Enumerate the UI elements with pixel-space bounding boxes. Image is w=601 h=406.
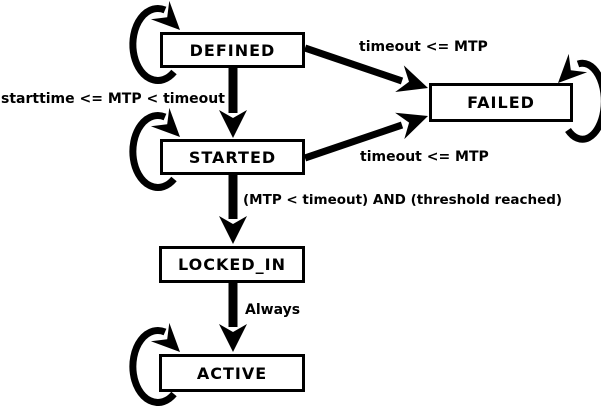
started-self-loop-arc (129, 112, 177, 191)
defined-to-started-arrowhead (219, 110, 247, 138)
defined-to-failed-arrowhead (395, 65, 428, 92)
started-to-failed-line (303, 121, 404, 162)
active-self-loop-arrowhead (150, 322, 180, 352)
failed-self-loop-arrowhead (558, 53, 588, 83)
state-node-defined: DEFINED (160, 32, 305, 68)
transition-label-lockedin-to-active: Always (245, 302, 301, 318)
started-to-failed-arrowhead (395, 112, 428, 140)
transition-label-defined-to-started: starttime <= MTP < timeout (1, 91, 225, 107)
failed-self-loop-arc (565, 59, 601, 143)
defined-to-failed-line (303, 44, 404, 85)
state-node-locked-in: LOCKED_IN (159, 246, 305, 283)
defined-self-loop-arc (129, 5, 177, 84)
started-self-loop-arrowhead (150, 107, 180, 137)
defined-self-loop-arrowhead (150, 0, 180, 31)
state-node-failed: FAILED (429, 83, 573, 122)
lockedin-to-active-arrowhead (219, 324, 247, 352)
state-node-active: ACTIVE (159, 354, 305, 392)
transition-label-started-to-failed: timeout <= MTP (360, 149, 489, 165)
state-node-started: STARTED (160, 139, 305, 175)
transition-label-defined-to-failed: timeout <= MTP (359, 39, 488, 55)
transition-label-started-to-lockedin: (MTP < timeout) AND (threshold reached) (243, 192, 563, 208)
active-self-loop-arc (129, 327, 177, 406)
started-to-lockedin-arrowhead (219, 216, 247, 244)
